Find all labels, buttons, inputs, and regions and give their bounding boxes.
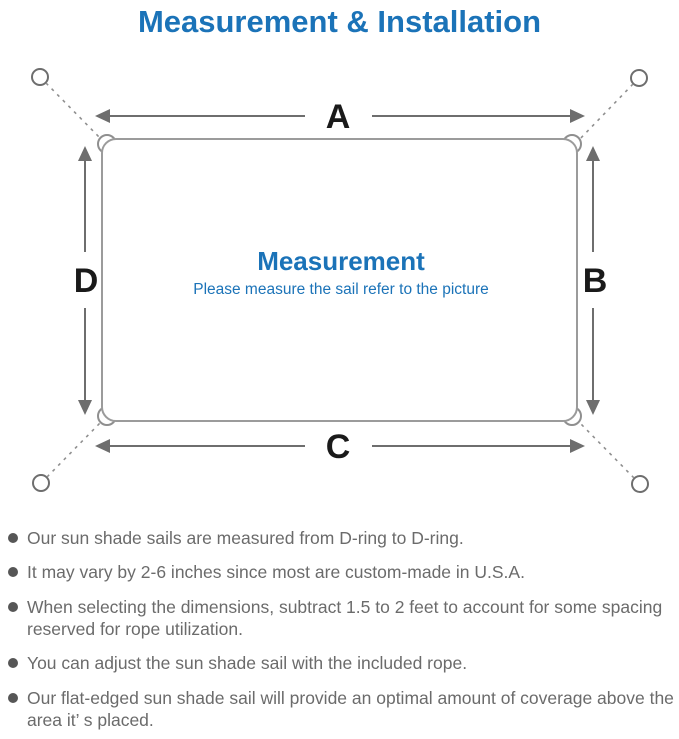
edge-label-a: A: [326, 98, 351, 136]
diagram-center-heading: Measurement: [257, 246, 425, 276]
note-text: Our flat-edged sun shade sail will provi…: [27, 688, 674, 730]
tether-dotted-line-bottom-right: [579, 422, 635, 479]
tether-dotted-line-bottom-left: [46, 421, 102, 478]
bullet-icon: [8, 693, 18, 704]
bullet-icon: [8, 532, 18, 543]
bullet-icon: [8, 567, 18, 578]
note-text: When selecting the dimensions, subtract …: [27, 597, 663, 639]
anchor-ring-icon-bottom-left: [32, 473, 50, 492]
measurement-diagram: A B C D Measurement Please measure the s…: [31, 67, 649, 493]
anchor-ring-icon-top-left: [31, 67, 49, 86]
list-item: You can adjust the sun shade sail with t…: [8, 653, 677, 675]
note-text: Our sun shade sails are measured from D-…: [27, 527, 464, 548]
note-text: It may vary by 2-6 inches since most are…: [27, 562, 525, 583]
anchor-ring-icon-bottom-right: [631, 474, 649, 493]
note-text: You can adjust the sun shade sail with t…: [27, 653, 468, 674]
list-item: When selecting the dimensions, subtract …: [8, 597, 677, 640]
page-title: Measurement & Installation: [137, 4, 542, 39]
list-item: Our sun shade sails are measured from D-…: [8, 528, 677, 550]
tether-dotted-line-top-right: [578, 83, 634, 141]
edge-label-d: D: [74, 262, 99, 300]
edge-label-b: B: [583, 262, 608, 300]
list-item: It may vary by 2-6 inches since most are…: [8, 562, 677, 584]
diagram-center-subheading: Please measure the sail refer to the pic…: [193, 281, 489, 298]
tether-dotted-line-top-left: [45, 82, 102, 140]
bullet-icon: [8, 602, 18, 613]
anchor-ring-icon-top-right: [630, 68, 648, 87]
sail-outline: [101, 137, 578, 422]
notes-list: Our sun shade sails are measured from D-…: [0, 528, 679, 732]
list-item: Our flat-edged sun shade sail will provi…: [8, 688, 677, 731]
bullet-icon: [8, 658, 18, 669]
edge-label-c: C: [326, 428, 351, 466]
